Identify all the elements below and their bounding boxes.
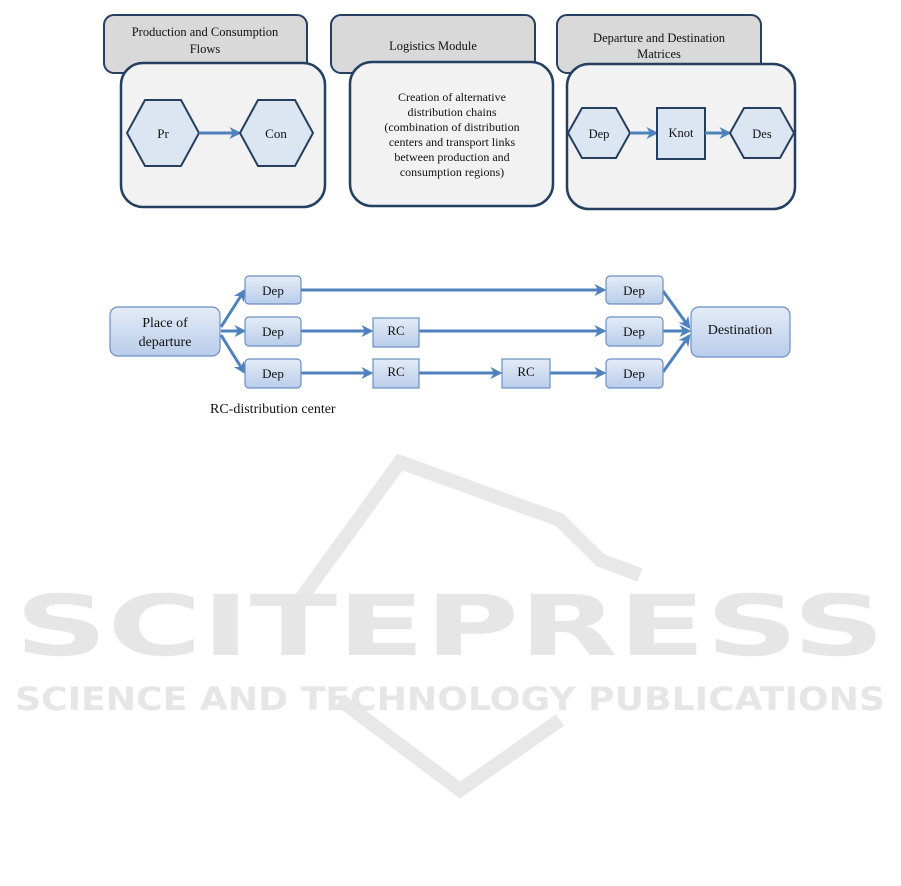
dep-node (605, 316, 664, 347)
node-label: departure (139, 335, 192, 350)
node-label: Dep (623, 283, 645, 298)
panel-title-line: Logistics Module (389, 39, 477, 53)
node-label: Knot (669, 126, 695, 140)
panel-logistics-module: Logistics Module Creation of alternative… (330, 14, 555, 208)
panel-title-line: Flows (190, 42, 221, 56)
node-label: Dep (623, 324, 645, 339)
dep-node (244, 275, 302, 305)
node-label: Dep (262, 324, 284, 339)
destination-node (690, 306, 791, 358)
node-label: Destination (708, 323, 773, 338)
node-label: RC (517, 364, 534, 379)
legend-caption: RC-distribution center (210, 402, 336, 417)
flow-labels: Place of departure Destination Dep Dep D… (139, 283, 773, 417)
dep-node (244, 316, 302, 347)
rc-node (372, 317, 420, 348)
node-des (728, 107, 796, 159)
node-label: Pr (157, 126, 169, 141)
body-line: centers and transport links (389, 135, 516, 149)
arrow (661, 334, 691, 373)
body-line: Creation of alternative (398, 90, 506, 104)
panel-title-line: Production and Consumption (132, 25, 279, 39)
watermark-book-logo (294, 453, 643, 799)
watermark-title: SCITEPRESS (15, 577, 885, 675)
flow-nodes (109, 275, 791, 389)
node-label: RC (387, 323, 404, 338)
panel-departure-destination: Departure and Destination Matrices Dep K… (556, 14, 797, 211)
place-of-departure-node (109, 306, 221, 357)
rc-node (501, 358, 551, 389)
distribution-flow (219, 284, 692, 379)
node-label: Dep (262, 283, 284, 298)
node-label: Place of (142, 316, 188, 331)
arrow (661, 290, 691, 329)
panel-production-consumption: Production and Consumption Flows Pr Con (103, 14, 327, 209)
node-label: Dep (623, 366, 645, 381)
panel-title-line: Matrices (637, 47, 681, 61)
body-line: between production and (394, 150, 509, 164)
node-label: RC (387, 364, 404, 379)
watermark: SCITEPRESS SCIENCE AND TECHNOLOGY PUBLIC… (15, 453, 885, 799)
node-label: Dep (262, 366, 284, 381)
body-line: distribution chains (408, 105, 497, 119)
rc-node (372, 358, 420, 389)
dep-node (605, 275, 664, 305)
body-line: consumption regions) (400, 165, 504, 179)
arrow (219, 288, 246, 328)
body-line: (combination of distribution (384, 120, 519, 134)
node-con (238, 99, 315, 167)
dep-node (605, 358, 664, 389)
arrow (219, 334, 246, 375)
watermark-subtitle: SCIENCE AND TECHNOLOGY PUBLICATIONS (15, 680, 885, 718)
node-label: Con (265, 126, 287, 141)
dep-node (244, 358, 302, 389)
node-label: Dep (589, 127, 610, 141)
panel-title-line: Departure and Destination (593, 31, 726, 45)
node-label: Des (752, 127, 772, 141)
